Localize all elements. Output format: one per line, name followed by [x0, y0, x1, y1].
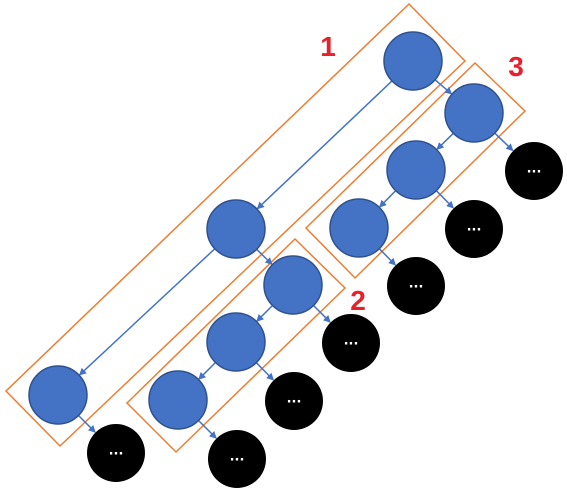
- leaf-L3: ···: [387, 257, 445, 315]
- leaf-L5: ···: [265, 372, 323, 430]
- leaf-ellipsis-label: ···: [109, 447, 124, 462]
- edges: [77, 79, 514, 439]
- node-a3: [148, 370, 208, 430]
- group-label-3: 3: [508, 51, 524, 82]
- leaf-ellipsis-label: ···: [467, 223, 482, 238]
- leaf-circle: [322, 314, 380, 372]
- leaf-L4: ···: [322, 314, 380, 372]
- group-box-3: [304, 61, 527, 280]
- leaf-L6: ···: [208, 430, 266, 488]
- leaf-ellipsis-label: ···: [409, 280, 424, 295]
- edge-b3-leaf: [378, 248, 397, 266]
- group-labels: 1 2 3: [320, 31, 524, 316]
- edge-a1-a2: [256, 304, 274, 322]
- leaf-L1: ···: [505, 142, 563, 200]
- node-n3: [28, 365, 88, 425]
- edge-n3-leaf: [77, 414, 96, 433]
- edge-a2-a3: [198, 361, 217, 380]
- nodes: [28, 31, 504, 430]
- leaf-L7: ···: [87, 424, 145, 482]
- edge-a3-leaf: [197, 419, 217, 439]
- edge-b2-b3: [378, 190, 397, 208]
- edge-n2-n3: [78, 248, 216, 376]
- group-label-1: 1: [320, 31, 336, 62]
- node-n2: [206, 199, 266, 259]
- group-boxes: [4, 2, 527, 454]
- edge-a1-leaf: [312, 304, 331, 323]
- node-b1: [444, 83, 504, 143]
- leaf-circle: [265, 372, 323, 430]
- leaf-ellipsis-label: ···: [287, 395, 302, 410]
- node-b2: [386, 140, 446, 200]
- edge-a2-leaf: [255, 362, 275, 381]
- leaf-circle: [445, 200, 503, 258]
- node-b3: [329, 198, 389, 258]
- node-a1: [263, 255, 323, 315]
- edge-n1-n2: [256, 80, 393, 210]
- node-a2: [206, 312, 266, 372]
- edge-n2-a1: [256, 248, 273, 266]
- leaf-L2: ···: [445, 200, 503, 258]
- group-box-2: [125, 237, 347, 454]
- group-label-2: 2: [350, 285, 366, 316]
- leaf-ellipsis-label: ···: [230, 453, 245, 468]
- edge-b1-leaf: [494, 132, 514, 152]
- edge-b2-leaf: [435, 190, 455, 209]
- node-n1: [383, 31, 443, 91]
- leaf-circle: [505, 142, 563, 200]
- leaf-nodes: ··· ··· ··· ··· ··· ··· ···: [87, 142, 563, 488]
- edge-b1-b2: [436, 132, 454, 151]
- leaf-circle: [208, 430, 266, 488]
- leaf-ellipsis-label: ···: [527, 165, 542, 180]
- group-box-1: [4, 2, 467, 448]
- leaf-circle: [87, 424, 145, 482]
- leaf-circle: [387, 257, 445, 315]
- edge-n1-b1: [434, 79, 453, 95]
- leaf-ellipsis-label: ···: [344, 337, 359, 352]
